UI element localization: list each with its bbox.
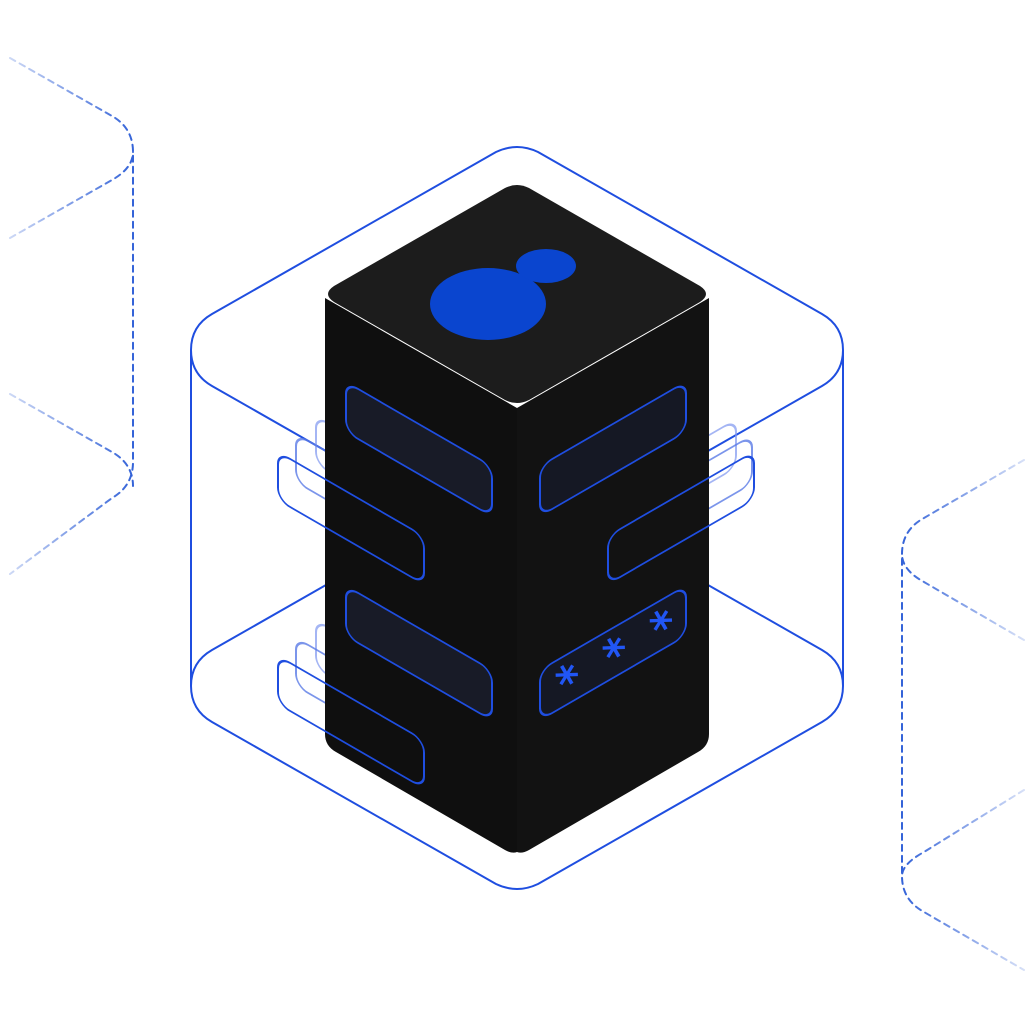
password-field-frame bbox=[539, 589, 687, 717]
left-dashed-cylinder bbox=[9, 57, 134, 575]
input-field-icon bbox=[345, 385, 493, 513]
logo-head bbox=[516, 249, 576, 283]
right-dashed-cylinder bbox=[901, 459, 1025, 971]
tower-left-face-fields bbox=[345, 385, 493, 717]
logo-body bbox=[430, 268, 546, 340]
server-tower-icon bbox=[325, 185, 709, 853]
input-field-icon bbox=[277, 455, 425, 581]
front-right-panels bbox=[607, 455, 755, 581]
input-field-icon bbox=[277, 659, 425, 785]
input-field-icon bbox=[345, 589, 493, 717]
front-left-panels bbox=[277, 455, 425, 785]
user-avatar-icon bbox=[430, 249, 576, 340]
input-field-icon bbox=[539, 385, 687, 513]
input-field-icon bbox=[607, 455, 755, 581]
